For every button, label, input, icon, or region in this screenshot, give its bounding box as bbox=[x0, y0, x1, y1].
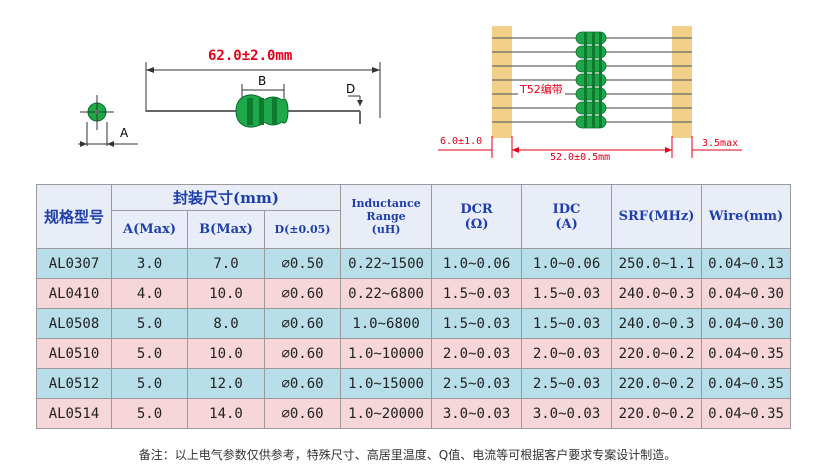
header-idc-unit: (A) bbox=[555, 216, 578, 232]
cell-idc: 1.5~0.03 bbox=[521, 278, 613, 309]
cell-model: AL0410 bbox=[36, 278, 112, 309]
cell-inductance: 1.0~6800 bbox=[340, 308, 433, 339]
cell-inductance: 1.0~10000 bbox=[340, 338, 433, 369]
cell-a: 5.0 bbox=[111, 338, 188, 369]
cell-idc: 1.5~0.03 bbox=[521, 308, 613, 339]
cell-model: AL0510 bbox=[36, 338, 112, 369]
cell-d: ⌀0.60 bbox=[263, 308, 342, 339]
tape-reel-view bbox=[438, 26, 742, 158]
cell-d: ⌀0.50 bbox=[263, 248, 342, 279]
cell-b: 7.0 bbox=[187, 248, 265, 279]
left-dimension-diagram: 62.0±2.0mm B D A bbox=[60, 40, 400, 160]
header-wire: Wire(mm) bbox=[701, 184, 792, 249]
cell-srf: 220.0~0.2 bbox=[611, 398, 703, 429]
header-dcr-label: DCR bbox=[460, 201, 493, 217]
cell-b: 14.0 bbox=[187, 398, 265, 429]
right-tape-diagram: T52编带 6.0±1.0 52.0±0.5mm 3.5max bbox=[430, 18, 750, 168]
tape-middle-dimension: 52.0±0.5mm bbox=[550, 152, 611, 163]
cell-idc: 2.5~0.03 bbox=[521, 368, 613, 399]
cell-idc: 3.0~0.03 bbox=[521, 398, 613, 429]
cell-d: ⌀0.60 bbox=[263, 278, 342, 309]
cell-dcr: 2.5~0.03 bbox=[431, 368, 523, 399]
cell-a: 5.0 bbox=[111, 308, 188, 339]
tape-label: T52编带 bbox=[518, 81, 565, 97]
header-dcr: DCR (Ω) bbox=[431, 184, 523, 249]
cell-inductance: 1.0~20000 bbox=[340, 398, 433, 429]
header-idc: IDC (A) bbox=[521, 184, 613, 249]
cell-model: AL0508 bbox=[36, 308, 112, 339]
cell-b: 12.0 bbox=[187, 368, 265, 399]
footnote: 备注：以上电气参数仅供参考，特殊尺寸、高居里温度、Q值、电流等可根据客户要求专案… bbox=[138, 448, 677, 462]
inductor-bodies bbox=[575, 31, 607, 129]
body-stripes bbox=[584, 32, 602, 128]
cell-dcr: 1.5~0.03 bbox=[431, 308, 523, 339]
cell-model: AL0512 bbox=[36, 368, 112, 399]
header-inductance-unit: (uH) bbox=[371, 223, 401, 236]
header-d: D(±0.05) bbox=[263, 210, 342, 249]
cell-inductance: 0.22~1500 bbox=[340, 248, 433, 279]
header-idc-label: IDC bbox=[552, 201, 581, 217]
header-inductance-line1: Inductance bbox=[351, 197, 421, 210]
cell-idc: 2.0~0.03 bbox=[521, 338, 613, 369]
cell-wire: 0.04~0.30 bbox=[701, 278, 792, 309]
cell-a: 3.0 bbox=[111, 248, 188, 279]
cell-wire: 0.04~0.35 bbox=[701, 368, 792, 399]
tape-left-dimension: 6.0±1.0 bbox=[440, 136, 483, 147]
cell-wire: 0.04~0.35 bbox=[701, 338, 792, 369]
cell-dcr: 3.0~0.03 bbox=[431, 398, 523, 429]
cell-idc: 1.0~0.06 bbox=[521, 248, 613, 279]
cell-wire: 0.04~0.35 bbox=[701, 398, 792, 429]
cell-inductance: 0.22~6800 bbox=[340, 278, 433, 309]
tape-right-dimension: 3.5max bbox=[702, 138, 739, 149]
cell-b: 10.0 bbox=[187, 338, 265, 369]
cell-srf: 250.0~1.1 bbox=[611, 248, 703, 279]
cell-model: AL0307 bbox=[36, 248, 112, 279]
header-srf: SRF(MHz) bbox=[611, 184, 703, 249]
cell-b: 8.0 bbox=[187, 308, 265, 339]
a-dimension-label: A bbox=[120, 126, 129, 140]
cell-wire: 0.04~0.30 bbox=[701, 308, 792, 339]
table-header-row: 规格型号 封装尺寸(mm) Inductance Range (uH) DCR … bbox=[36, 184, 792, 249]
header-dcr-unit: (Ω) bbox=[464, 216, 489, 232]
cell-srf: 220.0~0.2 bbox=[611, 368, 703, 399]
header-inductance-line2: Range bbox=[366, 210, 406, 223]
length-dimension-label: 62.0±2.0mm bbox=[208, 48, 293, 64]
cell-inductance: 1.0~15000 bbox=[340, 368, 433, 399]
cell-srf: 240.0~0.3 bbox=[611, 278, 703, 309]
header-b: B(Max) bbox=[187, 210, 265, 249]
cell-model: AL0514 bbox=[36, 398, 112, 429]
cell-dcr: 1.5~0.03 bbox=[431, 278, 523, 309]
cell-d: ⌀0.60 bbox=[263, 398, 342, 429]
cell-b: 10.0 bbox=[187, 278, 265, 309]
cell-srf: 240.0~0.3 bbox=[611, 308, 703, 339]
cell-d: ⌀0.60 bbox=[263, 338, 342, 369]
cell-srf: 220.0~0.2 bbox=[611, 338, 703, 369]
b-dimension-label: B bbox=[258, 74, 267, 88]
spec-table: 规格型号 封装尺寸(mm) Inductance Range (uH) DCR … bbox=[36, 184, 792, 429]
cell-dcr: 1.0~0.06 bbox=[431, 248, 523, 279]
cell-dcr: 2.0~0.03 bbox=[431, 338, 523, 369]
header-package-size: 封装尺寸(mm) bbox=[110, 184, 342, 211]
cell-a: 5.0 bbox=[111, 368, 188, 399]
d-dimension-label: D bbox=[346, 82, 356, 96]
header-inductance: Inductance Range (uH) bbox=[340, 184, 433, 249]
cell-a: 5.0 bbox=[111, 398, 188, 429]
inductor-side-view bbox=[78, 62, 381, 147]
header-a: A(Max) bbox=[111, 210, 188, 249]
cell-wire: 0.04~0.13 bbox=[701, 248, 792, 279]
cell-a: 4.0 bbox=[111, 278, 188, 309]
header-model: 规格型号 bbox=[36, 184, 112, 249]
cell-d: ⌀0.60 bbox=[263, 368, 342, 399]
